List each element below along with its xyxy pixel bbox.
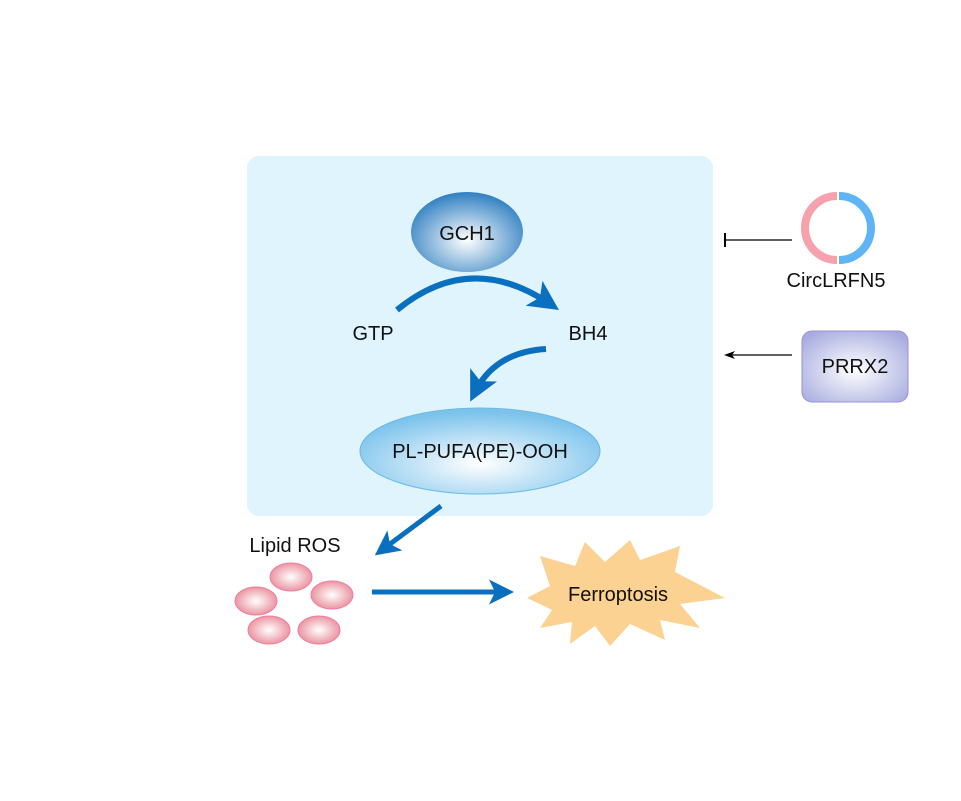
lipid-ros-label: Lipid ROS — [249, 535, 340, 557]
circlrfn5-label: CircLRFN5 — [787, 270, 886, 292]
circ-ring-right — [838, 192, 875, 264]
gch1-label: GCH1 — [439, 223, 495, 245]
lipid-ros-cluster — [234, 562, 354, 645]
lipid-droplet — [269, 562, 313, 592]
bh4-label: BH4 — [569, 323, 608, 345]
circ-ring-left — [801, 192, 838, 264]
lipid-droplet — [234, 586, 278, 616]
cell-region — [247, 156, 713, 516]
pl-pufa-label: PL-PUFA(PE)-OOH — [392, 441, 568, 463]
plpufa-to-lipidros-arrow — [374, 503, 443, 556]
prrx2-label: PRRX2 — [822, 356, 889, 378]
gtp-to-bh4-arrow — [395, 275, 559, 313]
gch1-node[interactable]: GCH1 — [411, 192, 523, 272]
lipid-droplet — [310, 580, 354, 610]
prrx2-node[interactable]: PRRX2 — [801, 330, 909, 403]
pl-pufa-node[interactable]: PL-PUFA(PE)-OOH — [359, 407, 601, 495]
prrx2-arrowhead — [724, 351, 735, 359]
bh4-to-plpufa-arrow — [470, 346, 547, 402]
ferroptosis-node[interactable]: Ferroptosis — [527, 540, 725, 646]
ferroptosis-label: Ferroptosis — [568, 584, 668, 606]
circlrfn5-node[interactable]: CircLRFN5 — [787, 192, 886, 292]
gtp-label: GTP — [352, 323, 393, 345]
lipid-droplet — [297, 615, 341, 645]
ferroptosis-starburst — [527, 540, 725, 646]
lipid-droplet — [247, 615, 291, 645]
